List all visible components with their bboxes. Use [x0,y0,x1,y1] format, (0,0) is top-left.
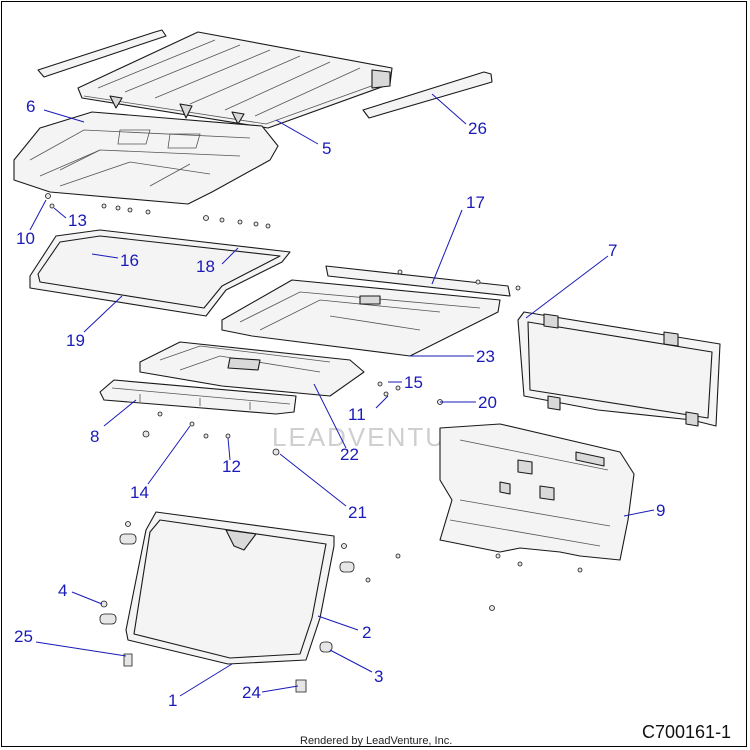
callout-2[interactable]: 2 [362,623,371,642]
headliner-seal [29,229,291,317]
callout-18[interactable]: 18 [196,257,215,276]
headliner-panel [13,111,279,205]
callout-10[interactable]: 10 [16,229,35,248]
bracket-24 [295,679,307,693]
callout-7[interactable]: 7 [608,241,617,260]
callout-25[interactable]: 25 [14,627,33,646]
roof-panel-upper [77,31,393,129]
rear-bulkhead-panel [439,423,635,561]
callout-24[interactable]: 24 [242,683,261,702]
callout-23[interactable]: 23 [476,347,495,366]
diagram-code: C700161-1 [642,722,731,742]
front-bracket-rail [99,379,297,415]
mounting-strap-rear [325,265,521,297]
footer-credit: Rendered by LeadVenture, Inc. [300,735,452,747]
front-headliner-panel [139,341,365,397]
callout-4[interactable]: 4 [58,581,67,600]
rear-window-panel [517,311,721,427]
fastener-cluster-top [45,193,271,229]
callout-20[interactable]: 20 [478,393,497,412]
callout-1[interactable]: 1 [168,691,177,710]
callout-12[interactable]: 12 [222,457,241,476]
callout-5[interactable]: 5 [322,139,331,158]
fastener-cluster-mid [142,381,443,456]
leader-lines [29,93,655,697]
callout-17[interactable]: 17 [466,193,485,212]
callout-26[interactable]: 26 [468,119,487,138]
callout-16[interactable]: 16 [120,251,139,270]
callout-14[interactable]: 14 [130,483,149,502]
callout-22[interactable]: 22 [340,445,359,464]
windshield-clip-lower-right [319,641,333,653]
callout-19[interactable]: 19 [66,331,85,350]
callout-9[interactable]: 9 [656,501,665,520]
windshield-clip-upper-right [339,561,355,573]
fastener-cluster-right [489,553,583,611]
windshield-clip-upper-left [119,533,137,545]
callout-13[interactable]: 13 [68,211,87,230]
callout-6[interactable]: 6 [26,97,35,116]
callout-15[interactable]: 15 [404,373,423,392]
callout-8[interactable]: 8 [90,427,99,446]
callout-3[interactable]: 3 [374,667,383,686]
windshield [125,511,335,665]
callout-21[interactable]: 21 [348,503,367,522]
windshield-clip-lower-left [99,613,117,625]
bracket-25 [123,653,133,667]
windshield-hardware [99,521,401,693]
callout-labels: 1 2 3 4 5 6 7 8 9 10 11 12 13 14 15 16 1… [14,97,665,710]
roof-trim-strip-left [37,29,493,119]
callout-11[interactable]: 11 [348,405,366,424]
rear-headliner-panel [221,279,501,357]
